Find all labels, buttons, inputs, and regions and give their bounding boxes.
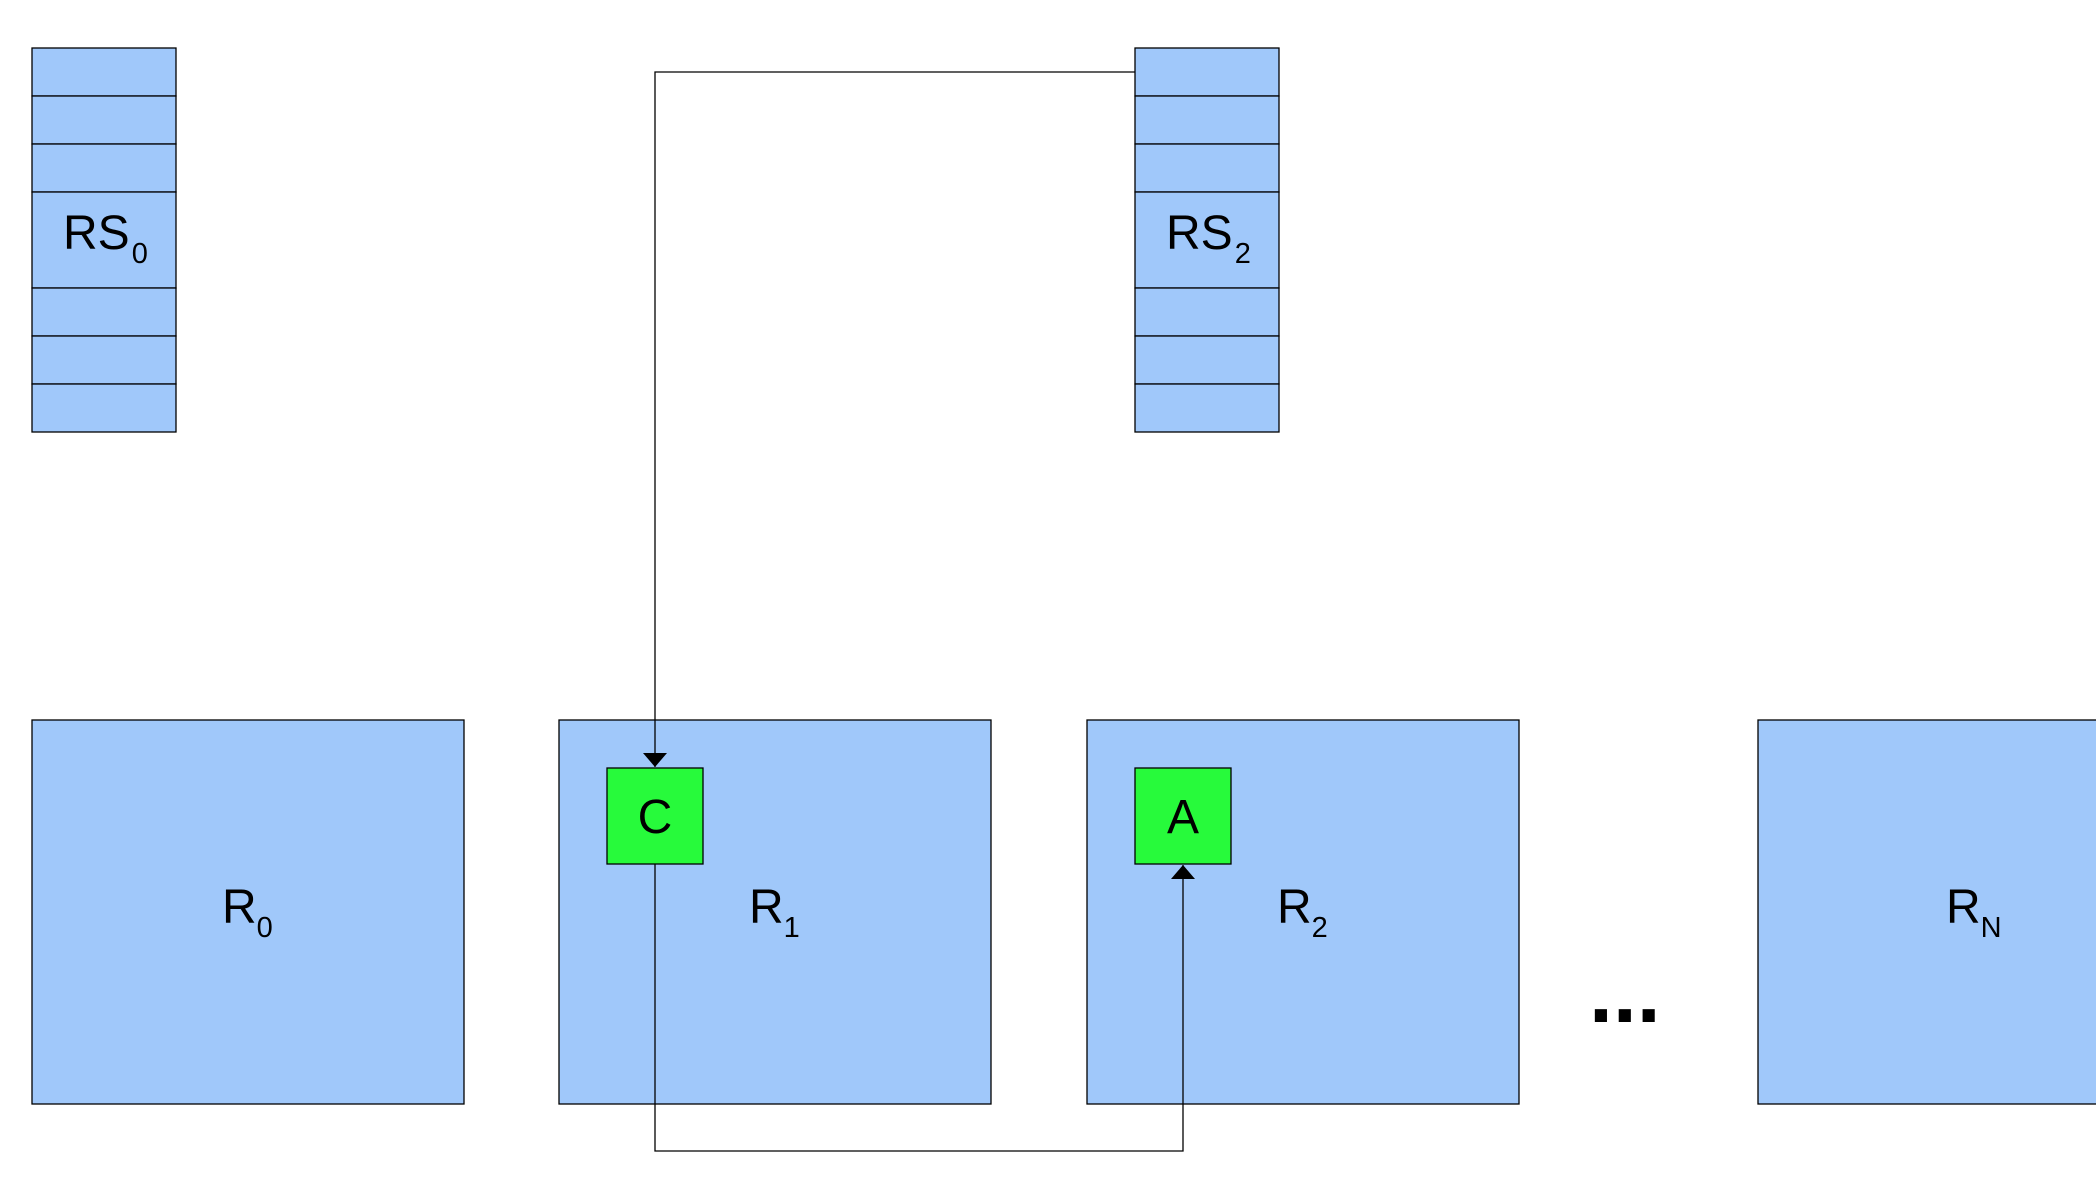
rs0-slot bbox=[31, 335, 177, 385]
object-c-label: C bbox=[638, 791, 673, 844]
rs2-slot bbox=[1134, 95, 1280, 145]
rs2-slot bbox=[1134, 143, 1280, 193]
object-a-label: A bbox=[1167, 791, 1199, 844]
region-r0-box bbox=[31, 719, 465, 1105]
object-c: C bbox=[606, 767, 704, 865]
rs0-slot bbox=[31, 287, 177, 337]
rs0-slot bbox=[31, 143, 177, 193]
rs2-slot bbox=[1134, 335, 1280, 385]
region-r1-label: R1 bbox=[749, 881, 800, 944]
rs2-label-slot bbox=[1134, 191, 1280, 289]
rs0-slot bbox=[31, 383, 177, 433]
ellipsis: ... bbox=[1589, 945, 1661, 1041]
rs0-slot bbox=[31, 47, 177, 97]
object-c-box bbox=[606, 767, 704, 865]
rs2-slot bbox=[1134, 383, 1280, 433]
rs0-label: RS0 bbox=[63, 207, 148, 270]
rs0-slot bbox=[31, 95, 177, 145]
region-rn: RN bbox=[1757, 719, 2096, 1105]
region-r0: R0 bbox=[31, 719, 465, 1105]
object-a-box bbox=[1134, 767, 1232, 865]
remembered-set-rs2: RS2 bbox=[1134, 47, 1280, 433]
region-rn-box bbox=[1757, 719, 2096, 1105]
region-r0-label: R0 bbox=[222, 881, 273, 944]
rs2-slot bbox=[1134, 47, 1280, 97]
rs2-slot bbox=[1134, 287, 1280, 337]
remembered-set-rs0: RS0 bbox=[31, 47, 177, 433]
rs0-label-slot bbox=[31, 191, 177, 289]
object-a: A bbox=[1134, 767, 1232, 865]
region-rn-label: RN bbox=[1946, 881, 2002, 944]
rs2-label: RS2 bbox=[1166, 207, 1251, 270]
reference-rs2-to-c-arrow bbox=[643, 71, 1135, 767]
reference-c-to-a-arrow bbox=[654, 864, 1195, 1152]
region-r2-label: R2 bbox=[1277, 881, 1328, 944]
